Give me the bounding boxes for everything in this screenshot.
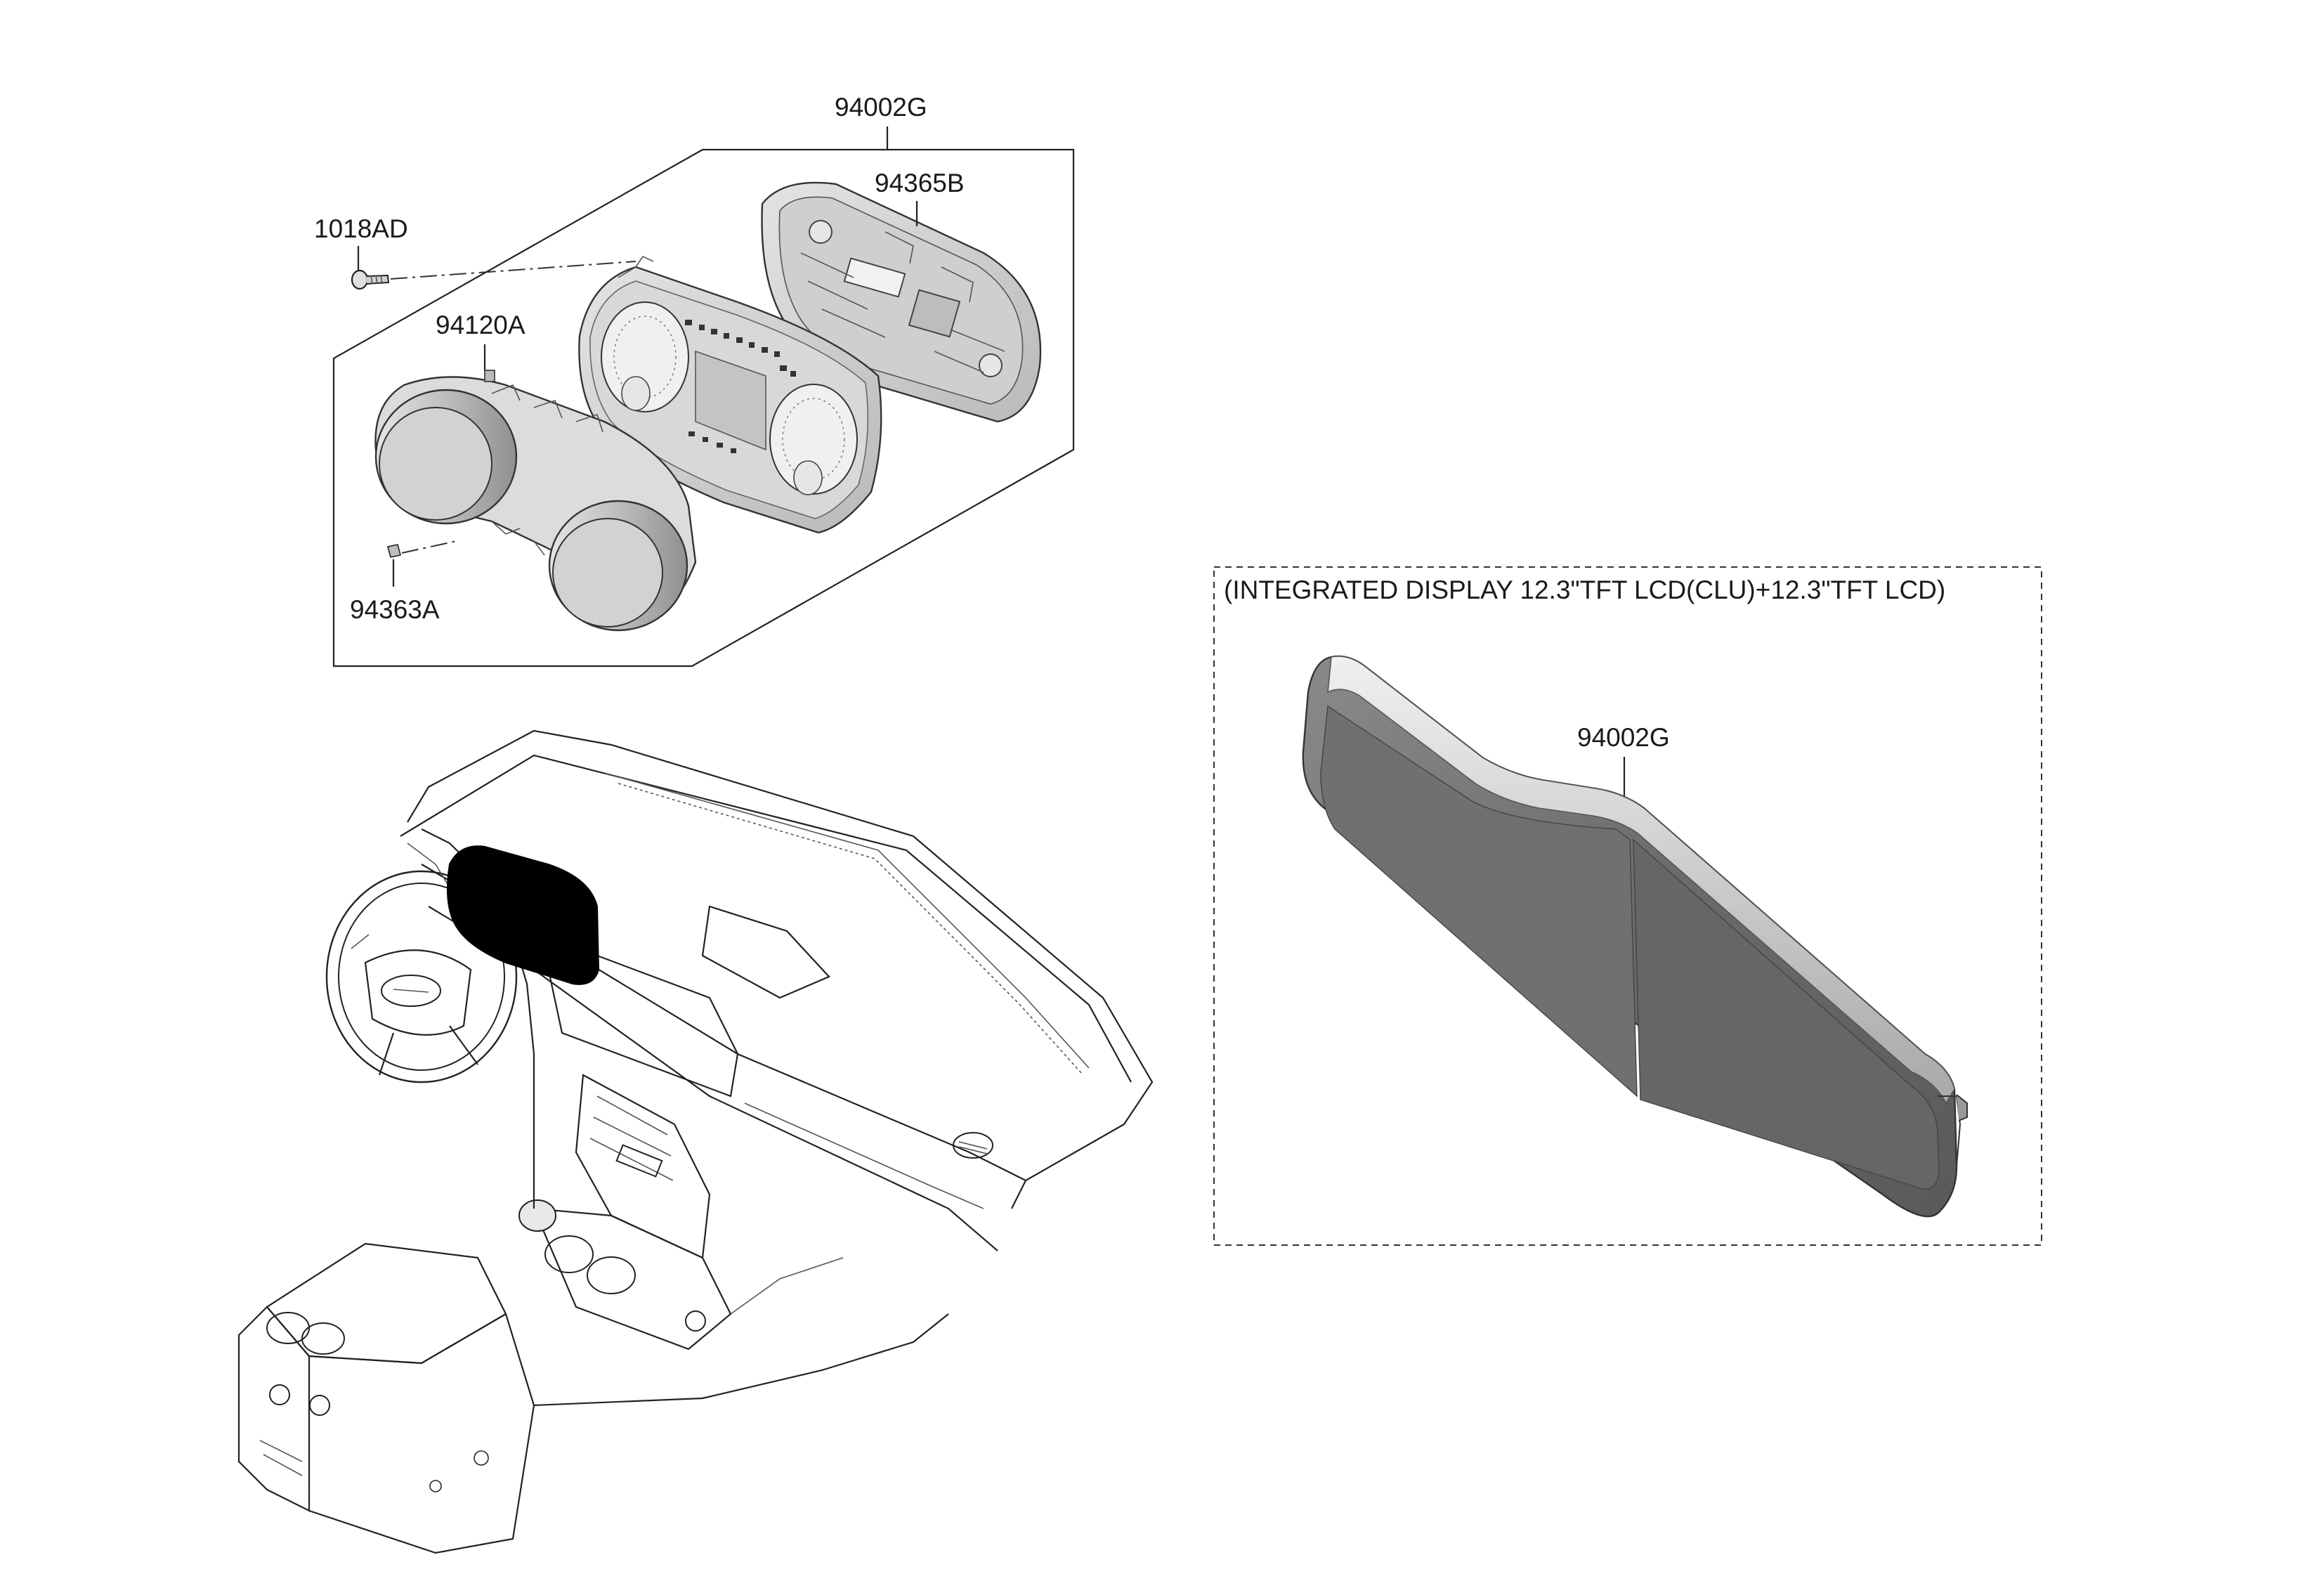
- integrated-display-label: 94002G: [1577, 723, 1670, 752]
- clip-part: [386, 543, 402, 559]
- integrated-view: (INTEGRATED DISPLAY 12.3"TFT LCD(CLU)+12…: [1213, 566, 2042, 1246]
- dashboard-view: [237, 729, 1154, 1554]
- bracket-label: 94365B: [875, 169, 965, 197]
- cluster-highlight: [446, 845, 600, 985]
- integrated-display-part: [1302, 655, 1968, 1218]
- screw-part: [351, 269, 390, 290]
- assembly-outline: [332, 148, 1075, 668]
- cover-part: [374, 370, 697, 632]
- screw-label: 1018AD: [314, 214, 408, 243]
- clip-label: 94363A: [350, 595, 440, 624]
- integrated-view-caption: (INTEGRATED DISPLAY 12.3"TFT LCD(CLU)+12…: [1224, 575, 1945, 604]
- assembly-label: 94002G: [835, 93, 927, 122]
- steering-wheel: [325, 870, 518, 1083]
- exploded-view: 94002G 94365B 1018AD: [314, 93, 1075, 668]
- cover-label: 94120A: [436, 311, 525, 339]
